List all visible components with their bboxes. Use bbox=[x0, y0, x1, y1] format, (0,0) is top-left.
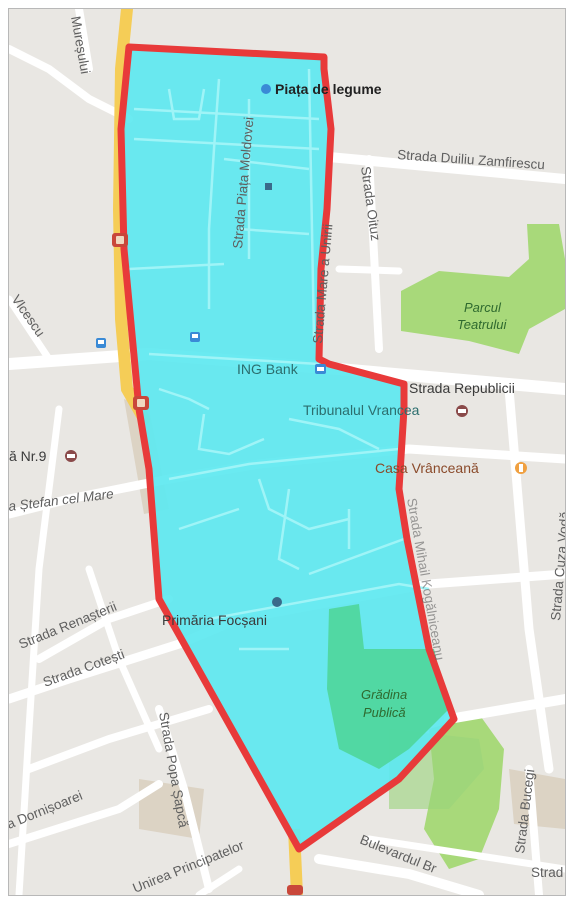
road-shield bbox=[287, 885, 303, 895]
street-label-republicii: Strada Republicii bbox=[409, 380, 515, 396]
parcul-teatrului-park bbox=[401, 224, 565, 354]
place-label-nr9[interactable]: ă Nr.9 bbox=[9, 448, 47, 464]
street-network bbox=[9, 9, 565, 895]
park-label-parcul: Parcul bbox=[464, 300, 502, 315]
bus-stop-icon[interactable] bbox=[96, 338, 106, 348]
place-label-ing-bank[interactable]: ING Bank bbox=[237, 361, 299, 377]
map-frame: Mureșului Strada Piața Moldovei Strada M… bbox=[8, 8, 566, 896]
major-road bbox=[112, 9, 150, 425]
inner-streets bbox=[128, 68, 430, 651]
road-shield bbox=[133, 396, 149, 410]
landmark-icon bbox=[265, 183, 272, 190]
courthouse-icon[interactable] bbox=[456, 405, 468, 417]
park-label-publica: Publică bbox=[363, 705, 406, 720]
building-block bbox=[509, 769, 565, 829]
restaurant-icon[interactable] bbox=[515, 462, 527, 474]
park-label-gradina: Grădina bbox=[361, 687, 407, 702]
market-icon[interactable] bbox=[261, 84, 271, 94]
park-label-teatrului: Teatrului bbox=[457, 317, 507, 332]
road-shield bbox=[112, 233, 128, 247]
place-label-casa-vranceana[interactable]: Casa Vrânceană bbox=[375, 460, 479, 476]
city-hall-icon[interactable] bbox=[272, 597, 282, 607]
highlighted-area-fill bbox=[121, 47, 454, 849]
street-label-strad: Strad bbox=[531, 865, 563, 880]
bus-stop-icon[interactable] bbox=[190, 332, 200, 342]
gradina-publica-park bbox=[327, 604, 449, 769]
bank-icon[interactable] bbox=[315, 364, 326, 374]
map-canvas[interactable]: Mureșului Strada Piața Moldovei Strada M… bbox=[9, 9, 565, 895]
highlighted-area-border bbox=[117, 43, 458, 853]
place-label-tribunalul[interactable]: Tribunalul Vrancea bbox=[303, 402, 420, 418]
place-label-piata-de-legume[interactable]: Piața de legume bbox=[275, 81, 382, 97]
school-icon[interactable] bbox=[65, 450, 77, 462]
place-label-primaria[interactable]: Primăria Focșani bbox=[162, 612, 267, 628]
